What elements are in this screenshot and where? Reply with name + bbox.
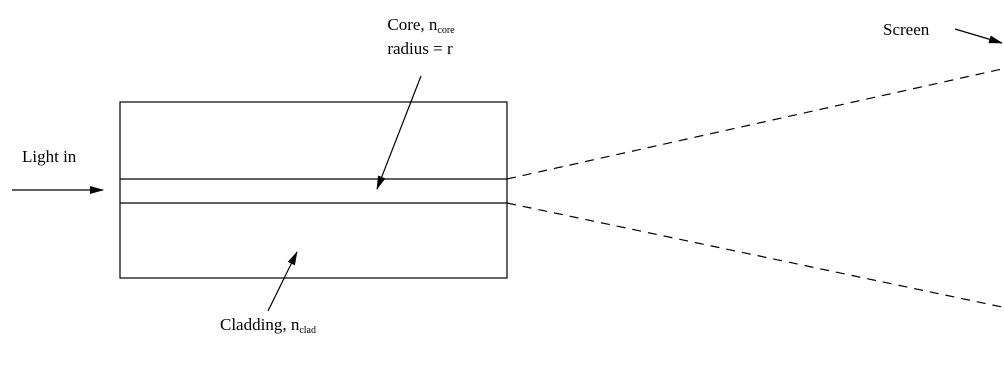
cladding-label: Cladding, nclad bbox=[220, 315, 316, 338]
cladding-label-subscript: clad bbox=[299, 325, 316, 336]
screen-label: Screen bbox=[883, 20, 929, 40]
radius-label: radius = r bbox=[387, 39, 452, 59]
output-cone-upper bbox=[506, 68, 1003, 180]
light-in-label: Light in bbox=[22, 147, 76, 167]
cladding-pointer-arrow bbox=[267, 251, 298, 312]
radius-label-text: radius = r bbox=[387, 39, 453, 58]
output-cone-lower bbox=[506, 202, 1003, 308]
core-label-text: Core, n bbox=[387, 15, 438, 34]
core-label-subscript: core bbox=[437, 25, 455, 36]
core-label: Core, ncore bbox=[387, 15, 454, 38]
light-in-label-text: Light in bbox=[22, 147, 77, 166]
screen-pointer-arrow bbox=[954, 28, 1003, 44]
fiber-cladding-outline bbox=[119, 101, 508, 279]
screen-label-text: Screen bbox=[883, 20, 930, 39]
core-pointer-arrow bbox=[376, 75, 422, 190]
cladding-label-text: Cladding, n bbox=[220, 315, 300, 334]
